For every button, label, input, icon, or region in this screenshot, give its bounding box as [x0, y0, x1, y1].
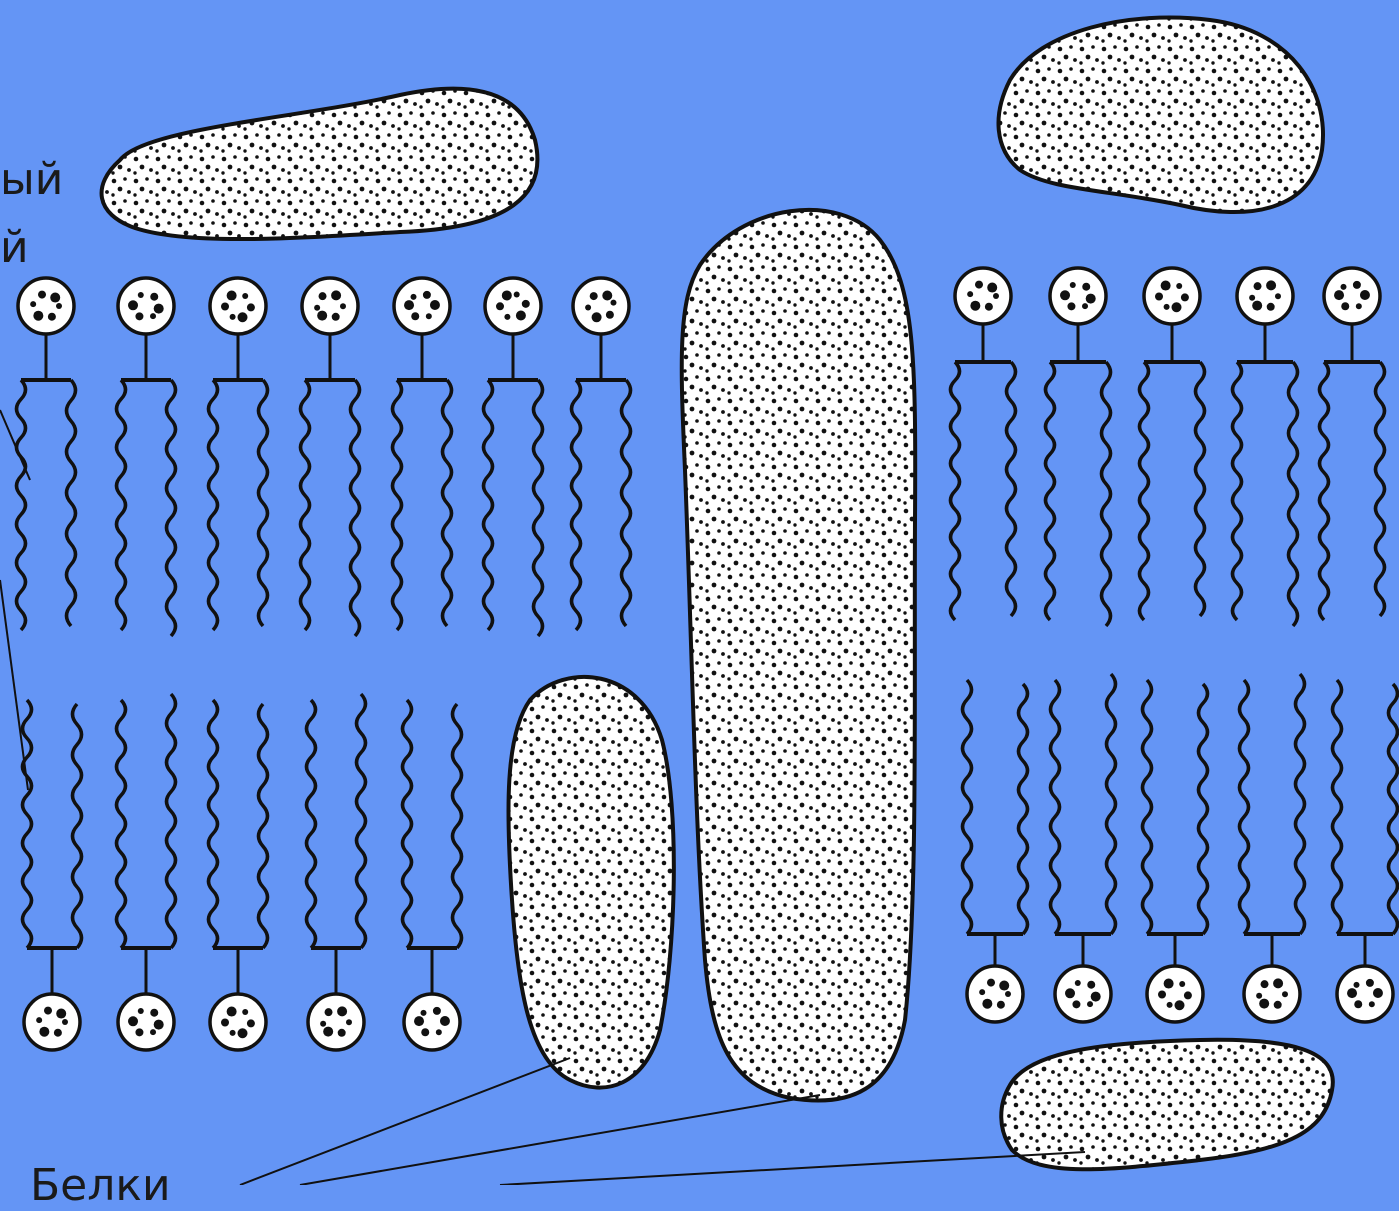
- phospholipid: [1320, 268, 1385, 620]
- phospholipid-head-icon: [1324, 268, 1380, 324]
- phospholipid-head-icon: [955, 268, 1011, 324]
- protein-label: Белки: [30, 1164, 171, 1208]
- bilayer-label-line2: й: [0, 226, 29, 270]
- phospholipid: [117, 278, 176, 636]
- phospholipid: [17, 278, 76, 630]
- pointer-line: [0, 410, 30, 480]
- phospholipid-head-icon: [308, 994, 364, 1050]
- phospholipid-head-icon: [24, 994, 80, 1050]
- protein-blob-icon: [999, 18, 1323, 213]
- protein-blob-icon: [1001, 1040, 1333, 1169]
- phospholipid: [1233, 268, 1298, 626]
- phospholipid: [1240, 674, 1305, 1022]
- phospholipid-head-icon: [118, 278, 174, 334]
- phospholipid: [963, 680, 1028, 1022]
- phospholipid-head-icon: [573, 278, 629, 334]
- phospholipid: [393, 278, 452, 630]
- phospholipid-head-icon: [1237, 268, 1293, 324]
- phospholipid-head-icon: [404, 994, 460, 1050]
- phospholipid-head-icon: [210, 994, 266, 1050]
- protein-blob-icon: [682, 210, 915, 1101]
- phospholipid-head-icon: [18, 278, 74, 334]
- phospholipid: [951, 268, 1016, 620]
- phospholipid: [1046, 268, 1111, 626]
- phospholipid: [1051, 674, 1116, 1022]
- phospholipid: [1333, 680, 1398, 1022]
- protein-blob-icon: [508, 677, 673, 1088]
- phospholipid: [117, 694, 176, 1050]
- phospholipid-head-icon: [485, 278, 541, 334]
- phospholipid: [403, 700, 462, 1050]
- phospholipid-head-icon: [210, 278, 266, 334]
- phospholipid: [1140, 268, 1205, 620]
- protein-blob-icon: [102, 89, 538, 239]
- bilayer-label-line1: ый: [0, 158, 63, 202]
- phospholipid: [572, 278, 631, 630]
- phospholipid-head-icon: [1337, 966, 1393, 1022]
- membrane-svg: [0, 0, 1399, 1185]
- pointer-line: [500, 1152, 1085, 1185]
- phospholipid: [1143, 680, 1208, 1022]
- phospholipid-head-icon: [118, 994, 174, 1050]
- phospholipid-head-icon: [1050, 268, 1106, 324]
- phospholipid: [484, 278, 543, 636]
- phospholipid-head-icon: [967, 966, 1023, 1022]
- phospholipid: [209, 700, 268, 1050]
- phospholipid: [23, 700, 82, 1050]
- phospholipid: [301, 278, 360, 636]
- phospholipid-head-icon: [1055, 966, 1111, 1022]
- phospholipid-head-icon: [1144, 268, 1200, 324]
- phospholipid-head-icon: [1147, 966, 1203, 1022]
- phospholipid-head-icon: [1244, 966, 1300, 1022]
- membrane-diagram: ый й Белки: [0, 0, 1399, 1185]
- phospholipid-head-icon: [394, 278, 450, 334]
- phospholipid: [209, 278, 268, 630]
- phospholipid-head-icon: [302, 278, 358, 334]
- phospholipid: [307, 694, 366, 1050]
